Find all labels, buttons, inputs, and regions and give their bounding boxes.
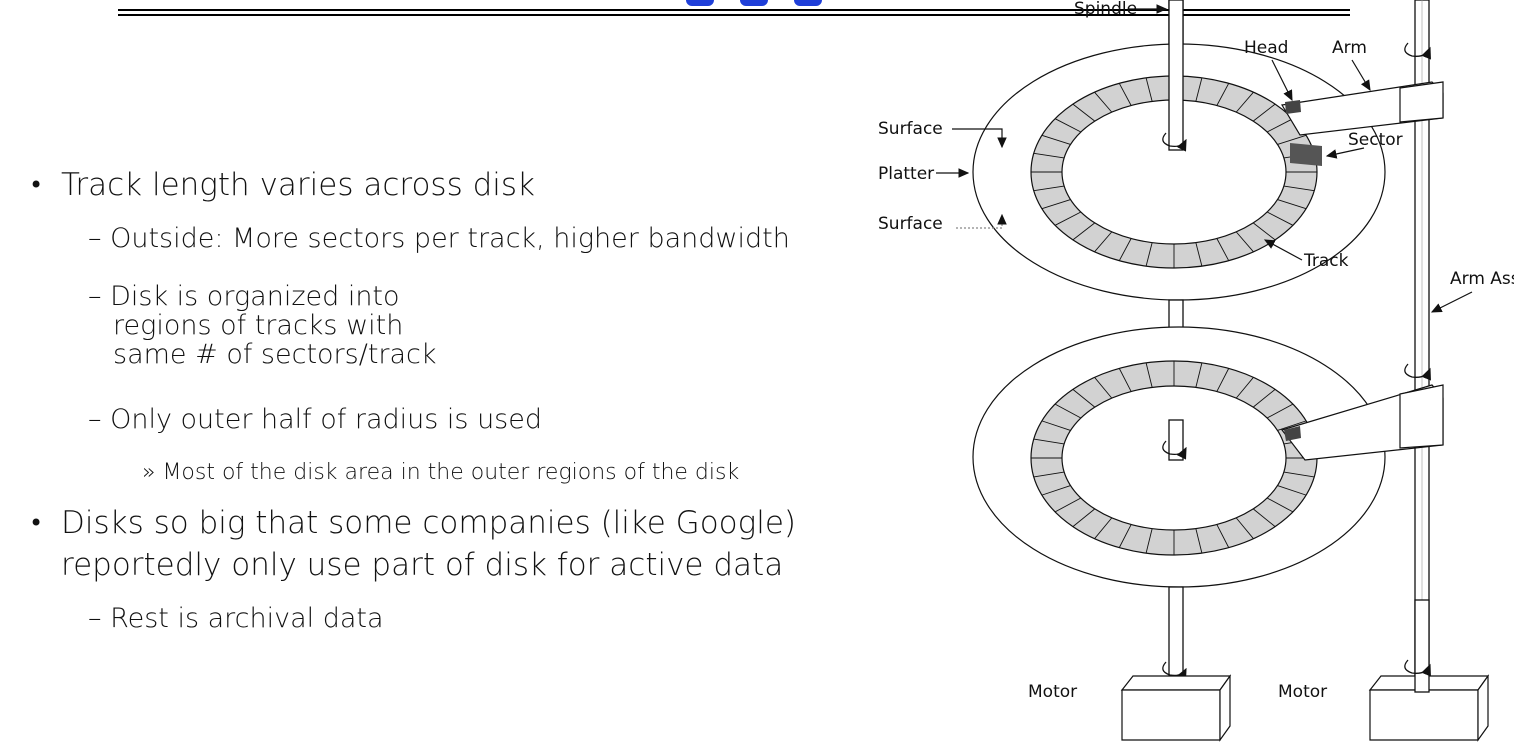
sector-divider xyxy=(1041,485,1071,496)
disk-diagram: Spindle Head Arm Surface Platter Surface… xyxy=(878,0,1514,742)
read-write-head xyxy=(1284,426,1301,441)
sector-divider xyxy=(1266,497,1294,513)
sector-divider xyxy=(1195,77,1203,102)
sub-bullet-outer-half: – Only outer half of radius is used xyxy=(88,404,543,435)
sector-divider xyxy=(1266,403,1294,419)
bullet-disks-big-1: Disks so big that some companies (like G… xyxy=(61,505,797,541)
sector-divider xyxy=(1277,134,1307,145)
sector-divider xyxy=(1145,242,1153,267)
sector-divider xyxy=(1277,485,1307,496)
rotation-arrow-icon xyxy=(1162,440,1187,460)
track-sector-dividers xyxy=(1031,361,1317,555)
track-sector-dividers xyxy=(1031,76,1317,268)
motor-right-box xyxy=(1368,674,1490,742)
bottom-arm xyxy=(1280,384,1444,461)
sector-divider xyxy=(1072,103,1096,122)
highlighted-sector xyxy=(1290,143,1322,166)
sector-divider xyxy=(1195,362,1203,388)
sector-divider xyxy=(1235,231,1254,253)
sector-divider xyxy=(1072,508,1096,527)
motor-left-box xyxy=(1120,674,1232,742)
rotation-arrow-icon xyxy=(1404,42,1431,60)
sector-divider xyxy=(1054,118,1082,133)
sector-divider xyxy=(1266,211,1294,226)
sector-divider xyxy=(1118,524,1132,548)
sector-divider xyxy=(1277,420,1307,431)
sector-divider xyxy=(1235,377,1254,399)
label-arm-assembly: Arm Ass xyxy=(1450,269,1514,289)
sector-divider xyxy=(1072,222,1096,241)
sector-divider xyxy=(1118,238,1132,261)
sub-sub-bullet-disk-area: » Most of the disk area in the outer reg… xyxy=(142,460,740,485)
sector-divider xyxy=(1145,362,1153,388)
title-fragment xyxy=(676,0,836,8)
sector-divider xyxy=(1145,528,1153,554)
sub-bullet-regions-2: regions of tracks with xyxy=(113,310,404,341)
sub-bullet-outside: – Outside: More sectors per track, highe… xyxy=(88,223,790,254)
sub-bullet-archival: – Rest is archival data xyxy=(88,603,384,634)
sector-divider xyxy=(1118,83,1132,106)
top-platter xyxy=(972,43,1386,301)
bullet-track-length: Track length varies across disk xyxy=(61,167,535,203)
sector-divider xyxy=(1145,77,1153,102)
sector-divider xyxy=(1216,368,1230,392)
sector-divider xyxy=(1283,185,1315,192)
sector-divider xyxy=(1216,83,1230,106)
label-arm: Arm xyxy=(1332,38,1367,58)
label-motor-right: Motor xyxy=(1278,682,1327,702)
bullet-dot: • xyxy=(29,509,44,537)
sector-divider xyxy=(1054,403,1082,419)
sector-divider xyxy=(1033,185,1065,192)
sector-divider xyxy=(1195,528,1203,554)
sector-divider xyxy=(1252,508,1276,527)
label-track: Track xyxy=(1303,251,1349,271)
sector-divider xyxy=(1041,134,1071,145)
sub-bullet-regions-1: – Disk is organized into xyxy=(88,281,400,312)
sector-divider xyxy=(1277,199,1307,210)
label-motor-left: Motor xyxy=(1028,682,1077,702)
bullet-dot: • xyxy=(29,171,44,199)
sector-divider xyxy=(1266,118,1294,133)
sub-bullet-regions-3: same # of sectors/track xyxy=(113,339,437,370)
label-surface-bottom: Surface xyxy=(878,214,943,234)
sector-divider xyxy=(1252,389,1276,408)
bullet-disks-big-2: reportedly only use part of disk for act… xyxy=(61,547,784,583)
sector-divider xyxy=(1072,389,1096,408)
sector-divider xyxy=(1118,368,1132,392)
sector-divider xyxy=(1054,497,1082,513)
sector-divider xyxy=(1094,231,1113,253)
sector-divider xyxy=(1094,377,1113,399)
sector-divider xyxy=(1252,222,1276,241)
sector-divider xyxy=(1054,211,1082,226)
sector-divider xyxy=(1033,471,1065,478)
label-platter: Platter xyxy=(878,164,934,184)
sector-divider xyxy=(1235,91,1254,113)
label-sector: Sector xyxy=(1348,130,1403,150)
sector-divider xyxy=(1033,152,1065,159)
bullet-list: • Track length varies across disk – Outs… xyxy=(29,167,797,634)
rotation-arrow-icon xyxy=(1162,132,1187,152)
sector-divider xyxy=(1235,517,1254,539)
sector-divider xyxy=(1216,238,1230,261)
title-underline xyxy=(118,9,1350,16)
label-surface-top: Surface xyxy=(878,119,943,139)
top-arm xyxy=(1281,81,1444,136)
label-spindle: Spindle xyxy=(1074,0,1137,19)
sector-divider xyxy=(1252,103,1276,122)
sector-divider xyxy=(1094,91,1113,113)
sector-divider xyxy=(1041,420,1071,431)
sector-divider xyxy=(1216,524,1230,548)
rotation-arrow-icon xyxy=(1404,659,1431,677)
sector-divider xyxy=(1094,517,1113,539)
rotation-arrow-icon xyxy=(1404,363,1431,381)
label-head: Head xyxy=(1244,38,1288,58)
sector-divider xyxy=(1195,242,1203,267)
rotation-arrow-icon xyxy=(1162,661,1187,681)
sector-divider xyxy=(1283,471,1315,478)
read-write-head xyxy=(1285,100,1301,114)
sector-divider xyxy=(1033,438,1065,445)
sector-divider xyxy=(1041,199,1071,210)
